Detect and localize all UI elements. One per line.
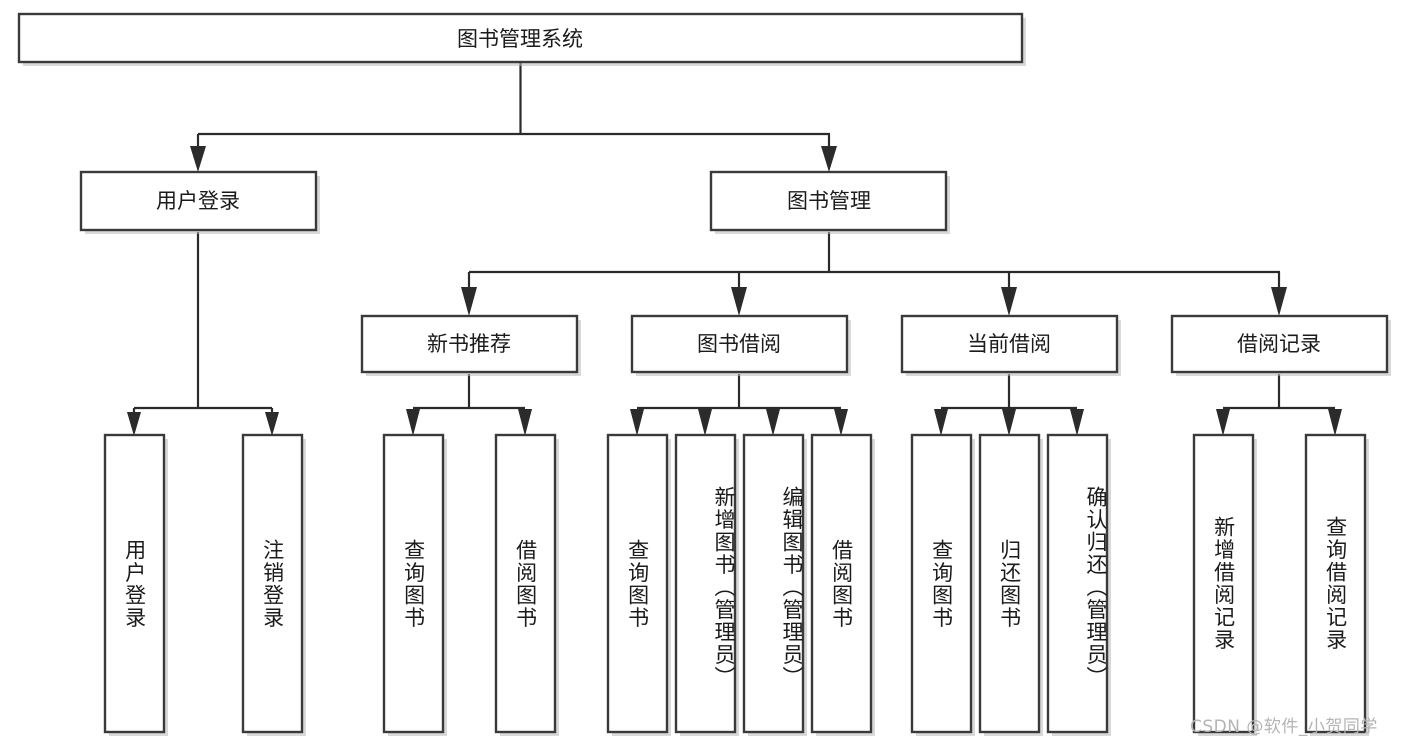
connectors-book-manage-to-level2: [461, 232, 1287, 316]
connectors-new-book-leaves: [406, 374, 532, 436]
arrowhead-br-leaf1: [1216, 409, 1230, 436]
arrowhead-bb-leaf4: [834, 409, 848, 436]
arrowhead-leaf-logout: [265, 412, 279, 436]
arrowhead-book-borrow: [731, 287, 747, 316]
arrowhead-bb-leaf3: [766, 409, 780, 436]
node-book-borrow-box[interactable]: [630, 314, 849, 374]
connectors-user-login-leaves: [127, 232, 279, 436]
arrowhead-cb-leaf2: [1002, 409, 1016, 436]
arrowhead-current-borrow: [1001, 287, 1017, 316]
arrowhead-bb-leaf2: [698, 409, 712, 436]
node-current-borrow[interactable]: 当前借阅: [900, 314, 1121, 376]
node-root-label: 图书管理系统: [457, 27, 583, 51]
arrowhead-cb-leaf1: [934, 409, 948, 436]
arrowhead-book-manage: [821, 146, 837, 172]
leaf-group-current-borrow: [910, 433, 1111, 736]
node-book-manage[interactable]: 图书管理: [709, 170, 950, 234]
leaf-group-new-book-recommend: [382, 433, 559, 736]
connectors-borrow-record-leaves: [1216, 374, 1342, 436]
node-borrow-record[interactable]: 借阅记录: [1170, 314, 1391, 376]
arrowhead-nb-leaf2: [518, 409, 532, 436]
arrowhead-borrow-record: [1271, 287, 1287, 316]
leaf-group-borrow-record: [1192, 433, 1369, 736]
arrowhead-br-leaf2: [1328, 409, 1342, 436]
leaf-cb-2-box[interactable]: [978, 433, 1041, 734]
leaf-br-2-box[interactable]: [1304, 433, 1367, 734]
node-book-borrow[interactable]: 图书借阅: [630, 314, 851, 376]
leaf-nb-query-box[interactable]: [382, 433, 445, 734]
arrowhead-nb-leaf1: [406, 409, 420, 436]
connectors-root-to-level1: [190, 62, 837, 172]
node-user-login-box[interactable]: [79, 170, 318, 232]
leaf-logout-box[interactable]: [241, 433, 304, 734]
leaf-bb-2-box[interactable]: [674, 433, 737, 734]
leaf-cb-1-box[interactable]: [910, 433, 973, 734]
node-borrow-record-label: 借阅记录: [1237, 332, 1321, 356]
node-borrow-record-box[interactable]: [1170, 314, 1389, 374]
node-current-borrow-box[interactable]: [900, 314, 1119, 374]
node-user-login-label: 用户登录: [156, 189, 240, 213]
arrowhead-user-login: [190, 146, 206, 172]
leaf-group-book-borrow: [606, 433, 875, 736]
node-book-borrow-label: 图书借阅: [697, 332, 781, 356]
leaf-user-login-box[interactable]: [103, 433, 166, 734]
arrowhead-new-book: [461, 287, 477, 316]
leaf-bb-4-box[interactable]: [810, 433, 873, 734]
node-book-manage-box[interactable]: [709, 170, 948, 232]
arrowhead-cb-leaf3: [1070, 409, 1084, 436]
leaf-group-user-login: [103, 433, 306, 736]
node-user-login[interactable]: 用户登录: [79, 170, 320, 234]
node-root[interactable]: 图书管理系统: [17, 12, 1026, 66]
arrowhead-leaf-user-login: [127, 412, 141, 436]
csdn-watermark: CSDN @软件_小贺同学: [1190, 717, 1378, 737]
node-book-manage-label: 图书管理: [787, 189, 871, 213]
node-current-borrow-label: 当前借阅: [967, 332, 1051, 356]
leaf-bb-3-box[interactable]: [742, 433, 805, 734]
connectors-current-borrow-leaves: [934, 374, 1084, 436]
leaf-nb-borrow-box[interactable]: [494, 433, 557, 734]
node-new-book-box[interactable]: [360, 314, 579, 374]
connectors-book-borrow-leaves: [630, 374, 848, 436]
leaf-cb-3-box[interactable]: [1046, 433, 1109, 734]
arrowhead-bb-leaf1: [630, 409, 644, 436]
node-root-box[interactable]: [17, 12, 1024, 64]
leaf-bb-1-box[interactable]: [606, 433, 669, 734]
leaf-br-1-box[interactable]: [1192, 433, 1255, 734]
node-new-book-recommend[interactable]: 新书推荐: [360, 314, 581, 376]
node-new-book-label: 新书推荐: [427, 332, 511, 356]
